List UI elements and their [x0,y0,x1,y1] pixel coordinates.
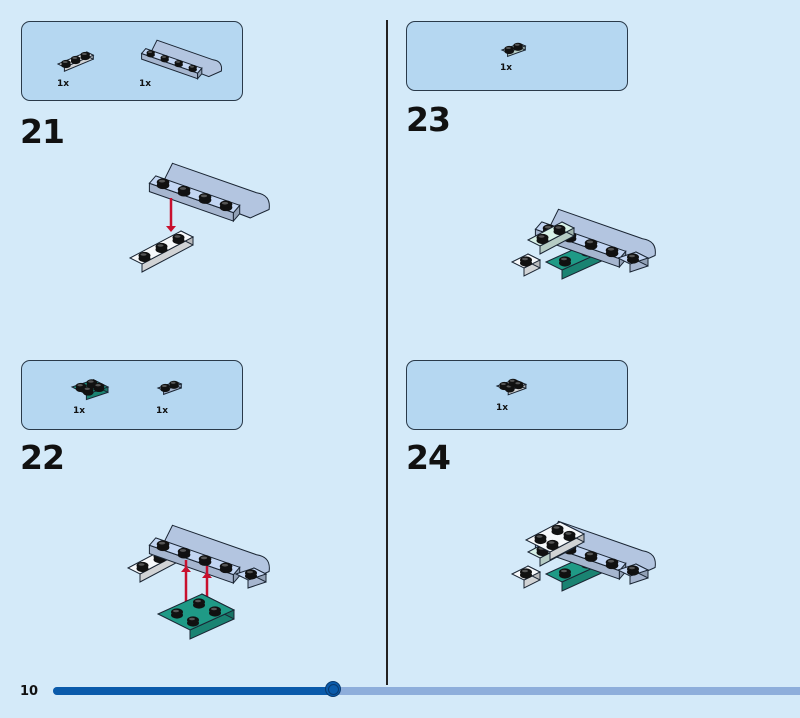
parts-callout-step-23 [406,21,628,91]
part-qty: 1x [156,406,169,416]
part-light-blue-curved-slope-base [140,48,203,81]
part-mint-1x2 [500,42,527,58]
page-number: 10 [20,684,39,699]
step-number: 21 [20,112,65,151]
progress-bar [53,681,800,697]
step22-teal-plate [156,593,236,640]
parts-callout-step-22 [21,360,243,430]
step-number: 23 [406,100,451,139]
part-qty: 1x [139,79,152,89]
step23-white [510,253,542,277]
step24-white-corner [524,521,586,561]
page-divider [386,20,388,685]
step-number: 24 [406,438,451,477]
part-qty: 1x [500,63,513,73]
step22-arrow-1 [181,560,191,604]
step22-slope-base [148,537,241,585]
step24-white [510,565,542,589]
step22-arrow-2 [202,566,212,598]
step-number: 22 [20,438,65,477]
step23-mint [526,221,576,255]
part-qty: 1x [496,403,509,413]
step22-right-plate [234,567,268,589]
part-teal-2x2 [70,378,110,401]
part-white-1x3 [56,51,95,72]
part-light-blue-curved-slope [149,39,223,78]
progress-fill [53,687,334,695]
progress-knob [324,681,341,697]
part-qty: 1x [73,406,86,416]
step21-arrow [166,198,176,232]
part-qty: 1x [57,79,70,89]
step21-slope-base [148,175,241,223]
step21-slope [161,162,270,219]
step21-white-plate [128,230,195,273]
step24-right [616,563,650,585]
parts-callout-step-24 [406,360,628,430]
part-light-blue-1x2 [156,380,183,396]
part-white-corner [495,378,528,396]
step23-right [616,251,650,273]
